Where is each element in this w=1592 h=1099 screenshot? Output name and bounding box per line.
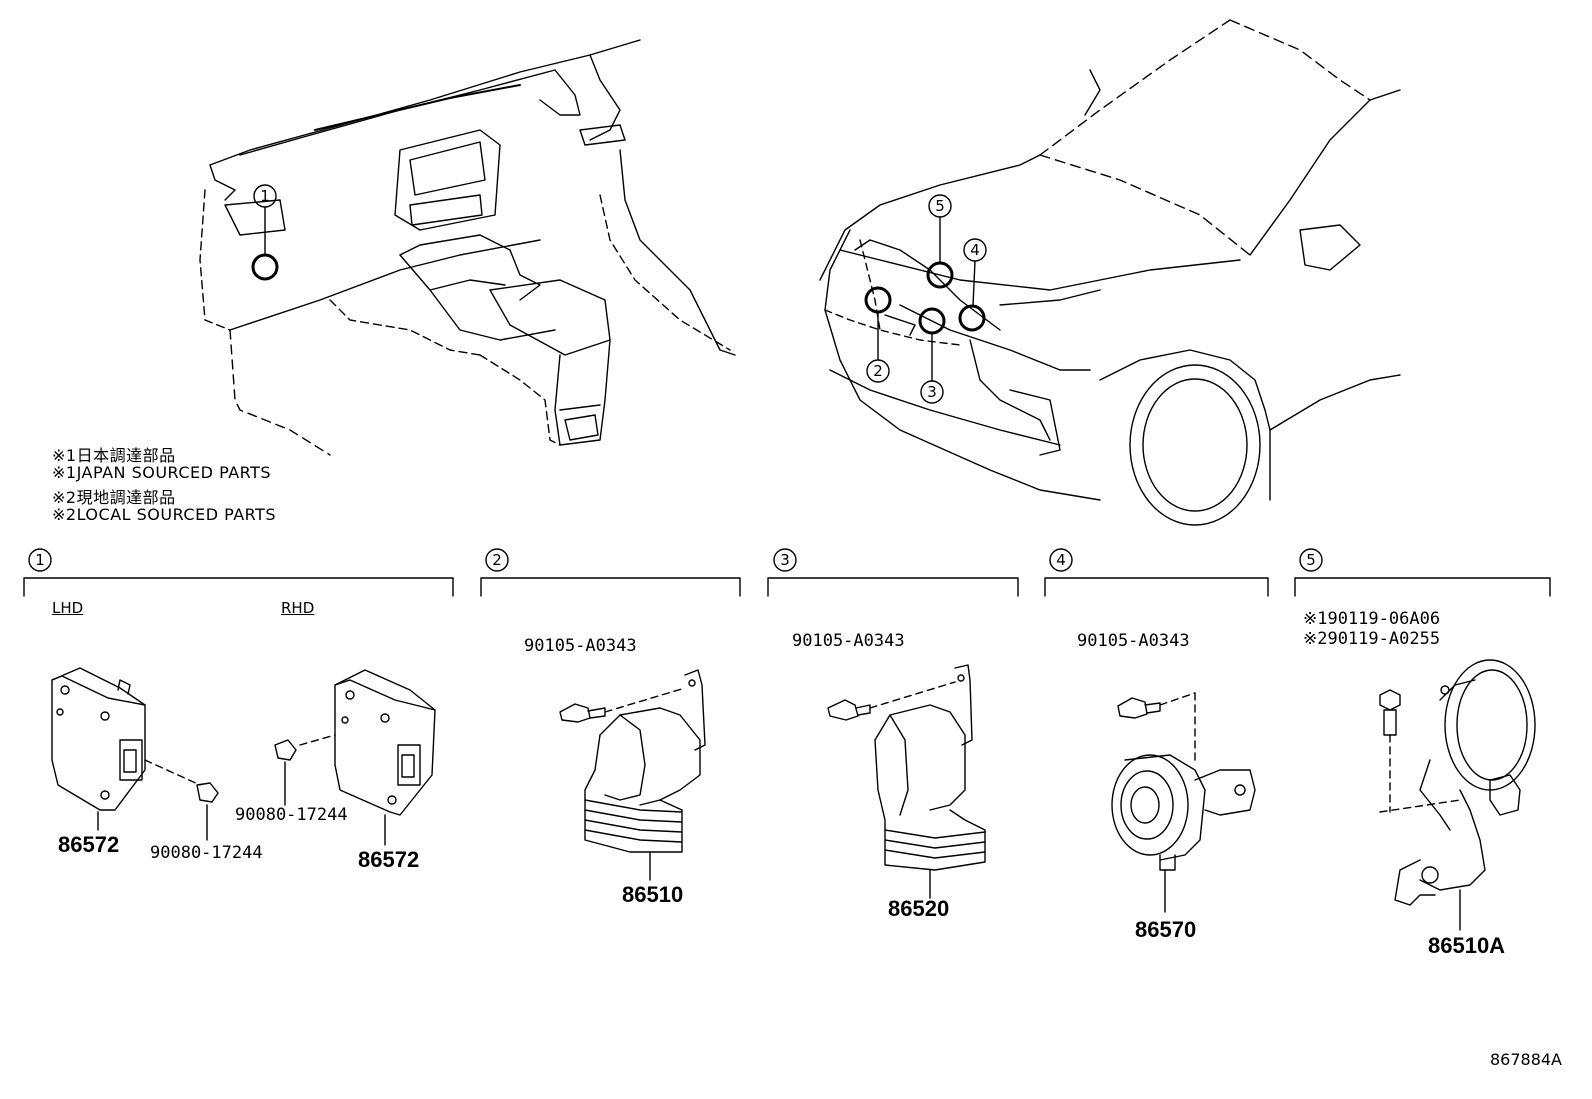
note-local-jp: ※2現地調達部品 bbox=[52, 488, 176, 507]
callout-numbers: 1 5 4 2 3 1 2 3 4 5 bbox=[35, 187, 1316, 569]
part-90105-A0343-g4[interactable]: 90105-A0343 bbox=[1077, 631, 1190, 651]
callout-marker-3 bbox=[918, 307, 946, 404]
group-bracket-4 bbox=[1044, 548, 1269, 597]
lhd-label: LHD bbox=[52, 599, 84, 617]
horn-86510 bbox=[559, 669, 706, 881]
note-japan-en: ※1JAPAN SOURCED PARTS bbox=[52, 463, 272, 482]
dashboard-illustration bbox=[199, 39, 736, 456]
figure-id: 867884A bbox=[1489, 1050, 1562, 1069]
group-bracket-5 bbox=[1294, 548, 1551, 597]
part-90105-A0343-g2[interactable]: 90105-A0343 bbox=[524, 636, 637, 656]
callout-4-label: 4 bbox=[970, 241, 980, 259]
group-bracket-2 bbox=[480, 548, 741, 597]
part-86510A[interactable]: 86510A bbox=[1428, 933, 1506, 958]
group-2-number: 2 bbox=[492, 551, 502, 569]
callout-marker-1 bbox=[251, 184, 279, 281]
callout-2-label: 2 bbox=[873, 362, 883, 380]
group-3-number: 3 bbox=[780, 551, 790, 569]
part-90080-17244-lhd[interactable]: 90080-17244 bbox=[150, 843, 263, 863]
part-90080-17244-rhd[interactable]: 90080-17244 bbox=[235, 805, 348, 825]
callout-marker-5 bbox=[926, 194, 954, 289]
part-86572-lhd[interactable]: 86572 bbox=[58, 832, 120, 857]
callout-marker-2 bbox=[864, 286, 892, 383]
part-86572-rhd[interactable]: 86572 bbox=[358, 847, 420, 872]
horn-86520 bbox=[827, 664, 986, 899]
vehicle-illustration bbox=[819, 19, 1401, 526]
note-local-en: ※2LOCAL SOURCED PARTS bbox=[52, 505, 277, 524]
sounder-86570 bbox=[1111, 692, 1256, 913]
callout-5-label: 5 bbox=[935, 197, 945, 215]
note-japan-jp: ※1日本調達部品 bbox=[52, 446, 176, 465]
group-bracket-1 bbox=[23, 548, 454, 597]
group-bracket-3 bbox=[767, 548, 1019, 597]
module-rhd-86572 bbox=[274, 669, 436, 846]
part-90119-06A06[interactable]: ※190119-06A06 bbox=[1303, 609, 1441, 629]
part-86510[interactable]: 86510 bbox=[622, 882, 684, 907]
module-lhd-86572 bbox=[51, 667, 219, 841]
group-1-number: 1 bbox=[35, 551, 45, 569]
part-90119-A0255[interactable]: ※290119-A0255 bbox=[1303, 629, 1441, 649]
callout-1-label: 1 bbox=[260, 187, 270, 205]
horn-86510A bbox=[1379, 659, 1536, 931]
group-4-number: 4 bbox=[1056, 551, 1066, 569]
callout-3-label: 3 bbox=[927, 383, 937, 401]
rhd-label: RHD bbox=[281, 599, 315, 617]
callout-marker-4 bbox=[958, 238, 987, 332]
part-86570[interactable]: 86570 bbox=[1135, 917, 1197, 942]
part-90105-A0343-g3[interactable]: 90105-A0343 bbox=[792, 631, 905, 651]
part-86520[interactable]: 86520 bbox=[888, 896, 950, 921]
group-5-number: 5 bbox=[1306, 551, 1316, 569]
